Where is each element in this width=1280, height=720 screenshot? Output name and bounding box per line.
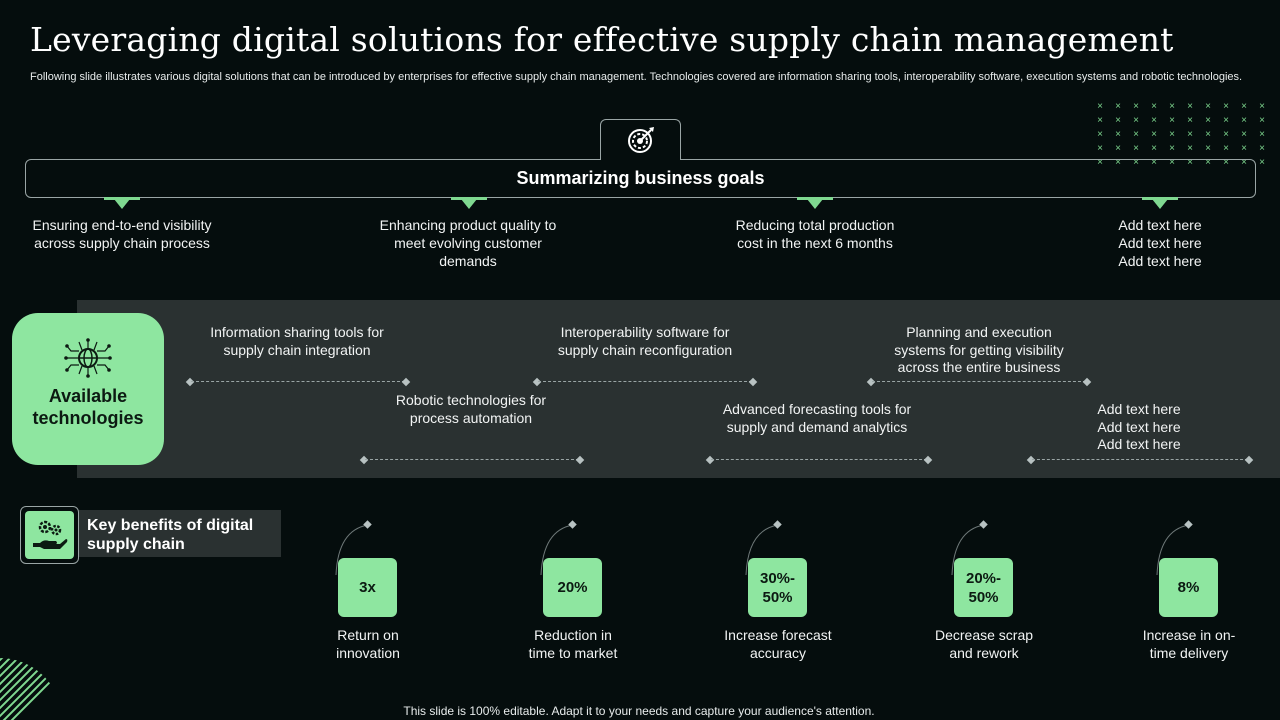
technologies-badge: Available technologies xyxy=(12,313,164,465)
goals-icon-box xyxy=(600,119,681,160)
benefit-value: 20% xyxy=(543,558,602,617)
goals-header-bar: Summarizing business goals xyxy=(25,159,1256,198)
benefit-arc xyxy=(951,520,988,576)
benefits-label: Key benefits of digital supply chain xyxy=(79,510,281,557)
page-subtitle: Following slide illustrates various digi… xyxy=(30,71,1243,83)
benefit-caption: Decrease scrap and rework xyxy=(934,627,1034,661)
benefit-arc xyxy=(540,520,577,576)
goal-pin xyxy=(104,197,140,209)
benefit-caption: Return on innovation xyxy=(336,627,400,661)
tech-item: Advanced forecasting tools for supply an… xyxy=(722,401,912,435)
benefit-arc xyxy=(745,520,782,576)
tech-item: Interoperability software for supply cha… xyxy=(557,324,733,358)
benefit-stat: 20%- 50% Decrease scrap and rework xyxy=(904,520,1064,670)
benefit-stat: 20% Reduction in time to market xyxy=(493,520,653,670)
hand-gears-icon xyxy=(32,520,67,549)
tech-connector xyxy=(185,377,411,387)
goals-header: Summarizing business goals xyxy=(516,168,765,188)
target-icon xyxy=(627,127,654,153)
decorative-x-pattern: ×××××××××× ×××××××××× ×××××××××× ×××××××… xyxy=(1097,101,1265,168)
tech-connector xyxy=(359,455,585,465)
benefit-caption: Increase forecast accuracy xyxy=(724,627,832,661)
benefit-caption: Increase in on-time delivery xyxy=(1142,627,1236,661)
benefit-value: 30%- 50% xyxy=(748,558,807,617)
goal-item: Ensuring end-to-end visibility across su… xyxy=(32,217,212,251)
tech-connector xyxy=(532,377,758,387)
footer-note: This slide is 100% editable. Adapt it to… xyxy=(403,704,875,718)
corner-stripes-decoration xyxy=(0,658,62,720)
tech-item: Planning and execution systems for getti… xyxy=(894,324,1064,375)
technologies-band xyxy=(77,300,1280,478)
page-title: Leveraging digital solutions for effecti… xyxy=(30,20,1174,59)
benefit-stat: 30%- 50% Increase forecast accuracy xyxy=(698,520,858,670)
tech-item: Add text here Add text here Add text her… xyxy=(1097,401,1181,452)
tech-item: Robotic technologies for process automat… xyxy=(395,392,547,426)
goal-pin xyxy=(451,197,487,209)
benefit-arc xyxy=(335,520,372,576)
technologies-label: Available technologies xyxy=(32,386,144,428)
benefits-icon-box xyxy=(20,506,79,564)
benefit-caption: Reduction in time to market xyxy=(528,627,618,661)
tech-connector xyxy=(1026,455,1254,465)
globe-circuit-icon xyxy=(64,338,112,378)
benefit-value: 20%- 50% xyxy=(954,558,1013,617)
goal-item: Add text here Add text here Add text her… xyxy=(1118,217,1202,269)
tech-connector xyxy=(866,377,1092,387)
goal-pin xyxy=(1142,197,1178,209)
benefit-stat: 3x Return on innovation xyxy=(288,520,448,670)
benefit-value: 8% xyxy=(1159,558,1218,617)
benefit-stat: 8% Increase in on-time delivery xyxy=(1109,520,1269,670)
benefit-arc xyxy=(1156,520,1193,576)
goal-item: Reducing total production cost in the ne… xyxy=(735,217,895,251)
goal-item: Enhancing product quality to meet evolvi… xyxy=(379,217,557,269)
benefit-value: 3x xyxy=(338,558,397,617)
tech-connector xyxy=(705,455,933,465)
tech-item: Information sharing tools for supply cha… xyxy=(210,324,384,358)
goal-pin xyxy=(797,197,833,209)
